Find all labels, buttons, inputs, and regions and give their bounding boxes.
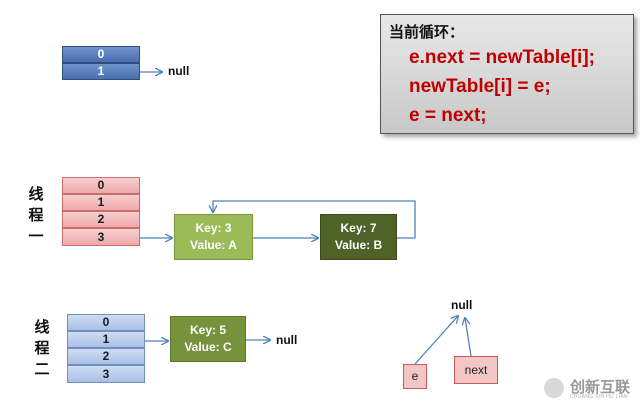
thread2-label-char-1: 线	[34, 318, 50, 336]
node-b-value: Value: B	[334, 238, 383, 252]
thread2-cell-0: 0	[67, 314, 145, 331]
thread1-label-char-1: 线	[28, 185, 44, 203]
thread1-label-char-2: 程	[28, 206, 44, 224]
thread2-node-c: Key: 5 Value: C	[170, 316, 246, 362]
code-line-2: newTable[i] = e;	[409, 76, 551, 97]
thread1-node-b: Key: 7 Value: B	[320, 214, 397, 260]
node-b-to-a-loop-arrow	[213, 200, 416, 239]
watermark-subtext: CHUANG XIN HU LIAN	[570, 394, 628, 400]
thread1-label-char-3: 一	[28, 227, 44, 245]
node-c-value: Value: C	[184, 340, 232, 354]
node-b-key: Key: 7	[340, 221, 377, 235]
top-table-cell-0: 0	[62, 46, 140, 63]
pointer-e-box: e	[403, 364, 427, 389]
node-a-key: Key: 3	[195, 221, 232, 235]
thread2-cell-2: 2	[67, 348, 145, 365]
pointer-next-box: next	[454, 356, 498, 384]
thread1-cell-1: 1	[62, 194, 140, 211]
code-line-1: e.next = newTable[i];	[409, 47, 595, 68]
thread2-label-char-2: 程	[34, 339, 50, 357]
thread2-cell-3: 3	[67, 365, 145, 383]
code-line-3: e = next;	[409, 105, 487, 126]
watermark-circle-icon	[544, 378, 564, 398]
thread1-cell-2: 2	[62, 211, 140, 228]
thread1-cell-3: 3	[62, 228, 140, 246]
thread2-cell-1: 1	[67, 331, 145, 348]
e-to-null-arrow	[414, 316, 458, 365]
thread1-cell-0: 0	[62, 177, 140, 194]
node-a-value: Value: A	[190, 238, 237, 252]
next-to-null-arrow	[465, 318, 472, 357]
thread2-label-char-3: 二	[34, 360, 50, 378]
watermark-text: 创新互联	[570, 378, 631, 396]
pointer-null: null	[451, 298, 473, 312]
top-table-cell-1: 1	[62, 63, 140, 80]
code-title: 当前循环：	[389, 23, 465, 41]
code-box: 当前循环： e.next = newTable[i]; newTable[i] …	[380, 14, 634, 134]
top-table-null: null	[168, 64, 190, 78]
node-c-key: Key: 5	[189, 323, 227, 337]
thread2-null: null	[276, 333, 298, 347]
thread1-node-a: Key: 3 Value: A	[174, 214, 253, 260]
watermark-logo: 创新互联 CHUANG XIN HU LIAN	[540, 370, 640, 406]
